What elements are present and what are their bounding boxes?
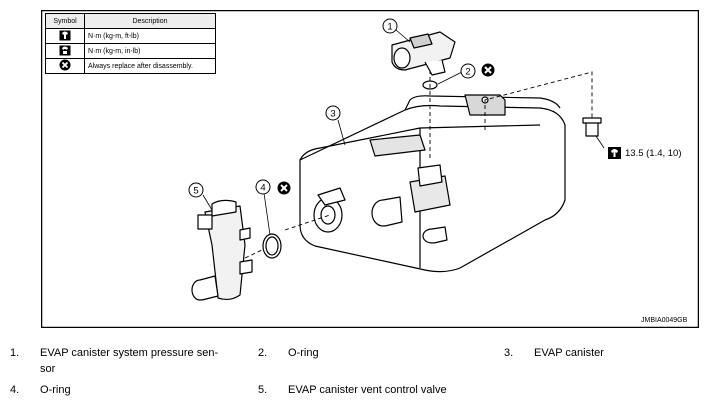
part-number: 4. bbox=[10, 384, 20, 396]
symbol-legend-table: Symbol Description N·m (kg-m, ft-lb) N·m… bbox=[45, 13, 216, 74]
legend-row: N·m (kg-m, in-lb) bbox=[45, 43, 216, 59]
callout-circle-3 bbox=[325, 105, 341, 121]
part-number: 2. bbox=[258, 347, 268, 359]
callout-circle-2 bbox=[460, 63, 476, 79]
legend-header-symbol: Symbol bbox=[45, 13, 85, 29]
torque-spec-label: 13.5 (1.4, 10) bbox=[625, 148, 682, 159]
part-name: EVAP canister system pressure sen- bbox=[40, 347, 219, 359]
legend-row: Always replace after disassembly. bbox=[45, 58, 216, 74]
part-item-4: 4. O-ring bbox=[10, 384, 71, 396]
callout-label-2: 2 bbox=[465, 67, 470, 78]
callout-label-5: 5 bbox=[193, 186, 198, 197]
legend-header-row: Symbol Description bbox=[45, 13, 216, 29]
part-number: 3. bbox=[504, 347, 514, 359]
part-item-1: 1. EVAP canister system pressure sen- bbox=[10, 347, 218, 359]
part-name: O-ring bbox=[40, 384, 71, 396]
diagram-frame bbox=[41, 10, 699, 328]
part-name: O-ring bbox=[288, 347, 319, 359]
callout-label-4: 4 bbox=[260, 183, 265, 194]
torque-wrench-icon bbox=[608, 147, 621, 159]
part-number: 1. bbox=[10, 347, 20, 359]
callout-label-1: 1 bbox=[387, 22, 392, 33]
callout-circle-4 bbox=[255, 179, 271, 195]
always-replace-icon bbox=[481, 63, 495, 77]
part-name: EVAP canister vent control valve bbox=[288, 384, 447, 396]
evap-canister-illustration: 1 2 3 4 5 bbox=[188, 18, 621, 301]
callout-circle-5 bbox=[188, 182, 204, 198]
legend-header-description: Description bbox=[84, 13, 216, 29]
always-replace-icon bbox=[277, 181, 291, 195]
figure-code: JMBIA0049GB bbox=[641, 317, 688, 324]
part-item-1-continued: sor bbox=[40, 363, 56, 375]
callout-label-3: 3 bbox=[330, 109, 335, 120]
legend-description: Always replace after disassembly. bbox=[84, 58, 216, 74]
part-name: EVAP canister bbox=[534, 347, 604, 359]
part-item-2: 2. O-ring bbox=[258, 347, 319, 359]
part-item-5: 5. EVAP canister vent control valve bbox=[258, 384, 447, 396]
bolt bbox=[585, 121, 599, 137]
part-number: 5. bbox=[258, 384, 268, 396]
callout-circle-1 bbox=[382, 18, 398, 34]
part-item-3: 3. EVAP canister bbox=[504, 347, 604, 359]
